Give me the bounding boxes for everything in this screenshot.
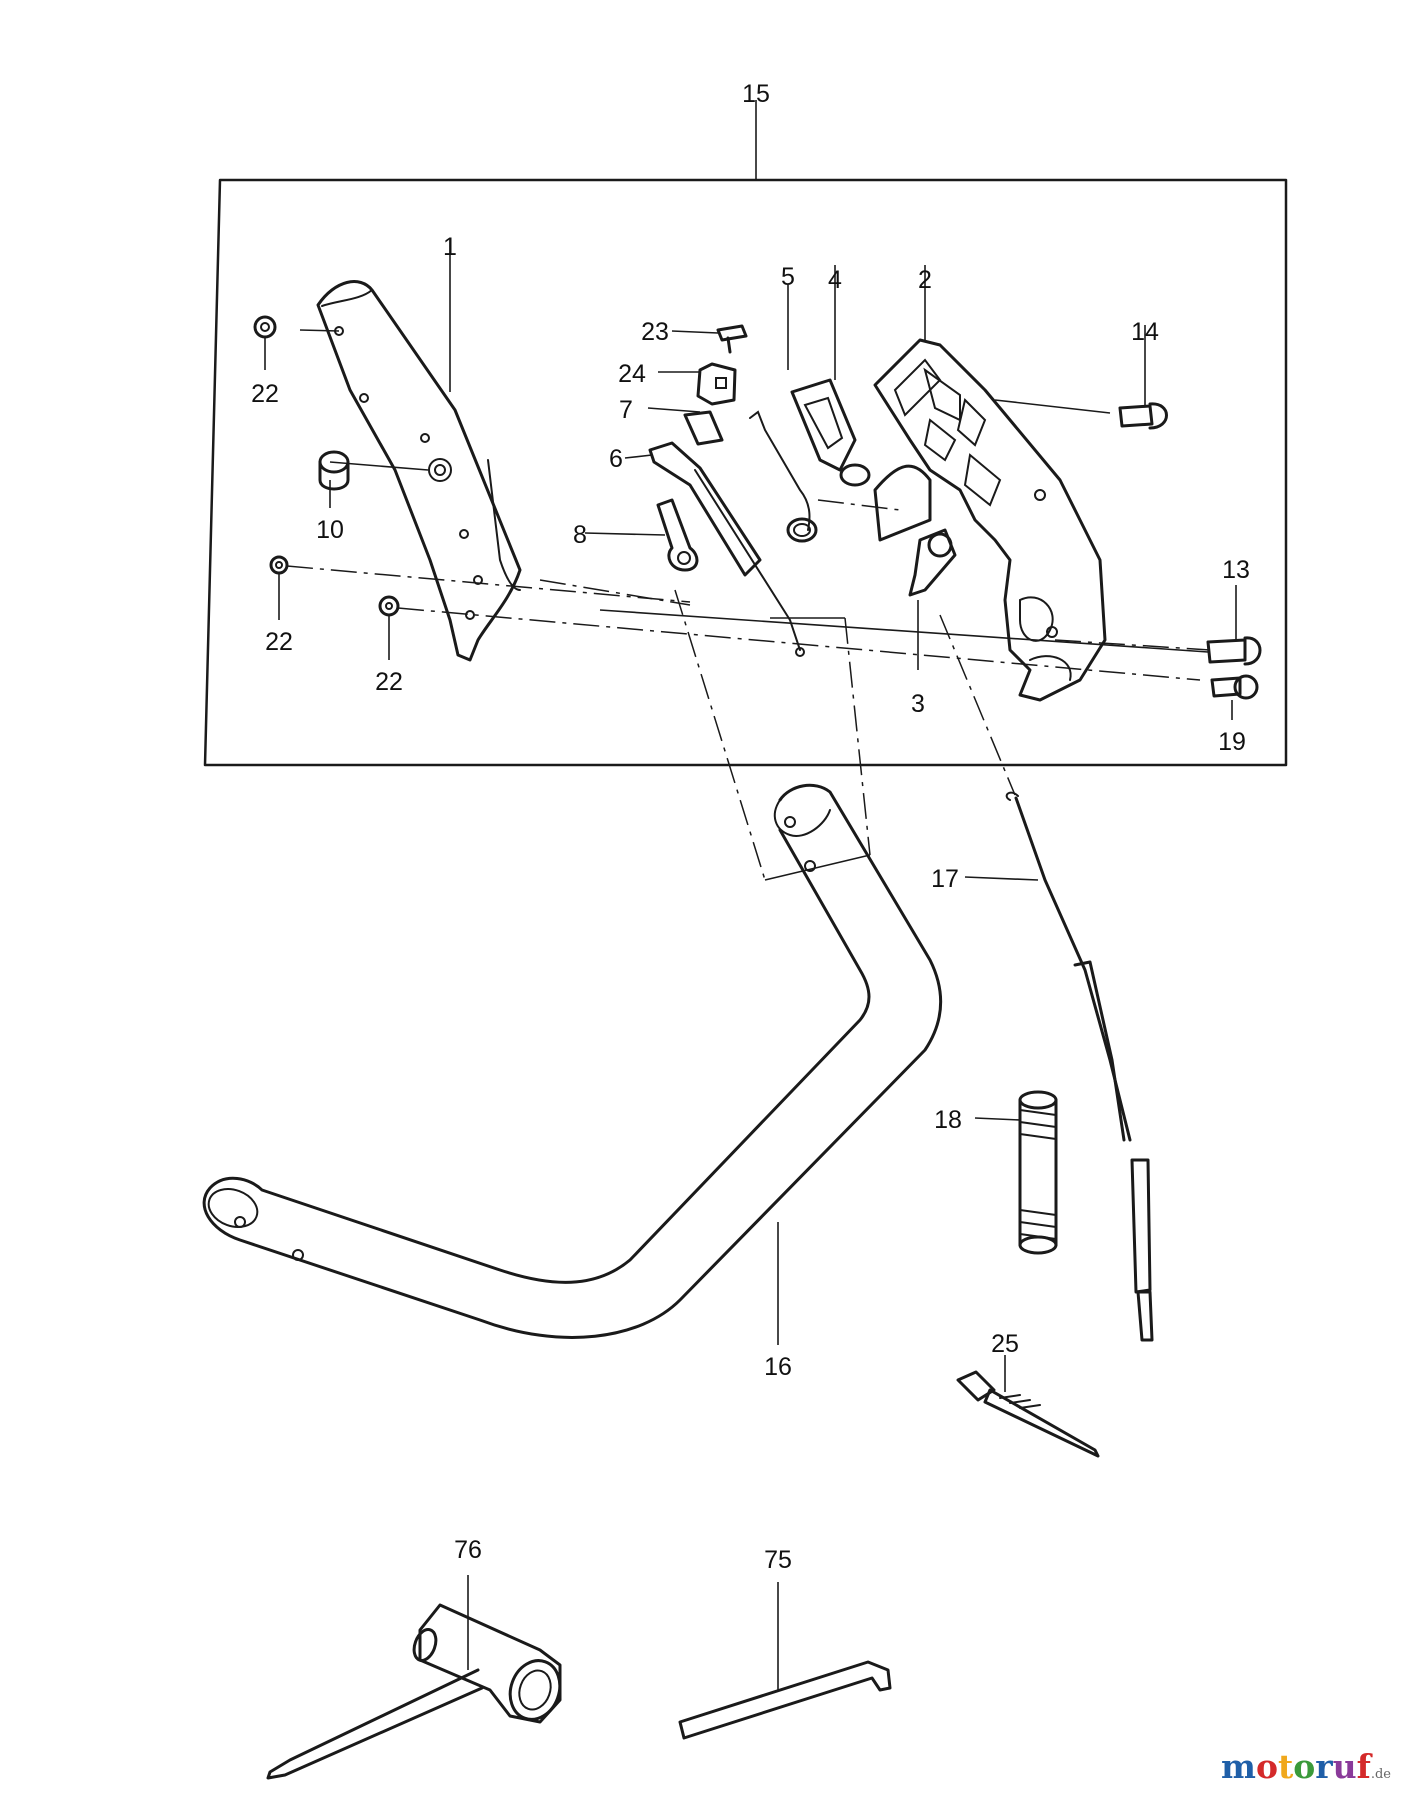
grip-housing-right — [873, 265, 1211, 702]
watermark-text: motoruf — [1221, 1747, 1371, 1786]
callout-3: 3 — [911, 690, 925, 718]
callout-22-bottom: 22 — [375, 668, 403, 696]
callout-5: 5 — [781, 263, 795, 291]
callout-1: 1 — [443, 233, 457, 261]
adjuster-part-25 — [956, 1355, 1100, 1458]
callout-18: 18 — [934, 1106, 962, 1134]
callout-17: 17 — [931, 865, 959, 893]
callout-6: 6 — [609, 445, 623, 473]
grip-housing-left — [299, 240, 522, 662]
callout-24: 24 — [618, 360, 646, 388]
callout-23: 23 — [641, 318, 669, 346]
bushing-part-10 — [318, 450, 350, 508]
callout-labels: 15 1 5 4 2 14 23 22 24 7 6 10 8 13 22 22… — [251, 80, 1250, 1574]
plug-wrench-part-76 — [266, 1575, 562, 1780]
hex-key-part-75 — [678, 1582, 892, 1740]
callout-4: 4 — [828, 266, 842, 294]
callout-14: 14 — [1131, 318, 1159, 346]
nuts-part-22 — [253, 315, 1201, 681]
assembly-frame — [203, 100, 1288, 767]
callout-13: 13 — [1222, 556, 1250, 584]
spring-sleeve-part-18 — [974, 1090, 1058, 1255]
callout-7: 7 — [619, 396, 633, 424]
watermark-tld: .de — [1370, 1767, 1391, 1782]
callout-75: 75 — [764, 1546, 792, 1574]
callout-76: 76 — [454, 1536, 482, 1564]
screws — [599, 325, 1262, 720]
switch-parts — [539, 324, 805, 657]
throttle-cable-part-17 — [939, 614, 1154, 1342]
motoruf-watermark: motoruf.de — [1221, 1747, 1391, 1786]
callout-8: 8 — [573, 521, 587, 549]
handlebar-part-16 — [202, 589, 943, 1345]
callout-15: 15 — [742, 80, 770, 108]
callout-25: 25 — [991, 1330, 1019, 1358]
callout-2: 2 — [918, 266, 932, 294]
throttle-parts — [749, 265, 957, 670]
callout-10: 10 — [316, 516, 344, 544]
callout-22-top: 22 — [251, 380, 279, 408]
callout-19: 19 — [1218, 728, 1246, 756]
callout-22-mid: 22 — [265, 628, 293, 656]
callout-16: 16 — [764, 1353, 792, 1381]
